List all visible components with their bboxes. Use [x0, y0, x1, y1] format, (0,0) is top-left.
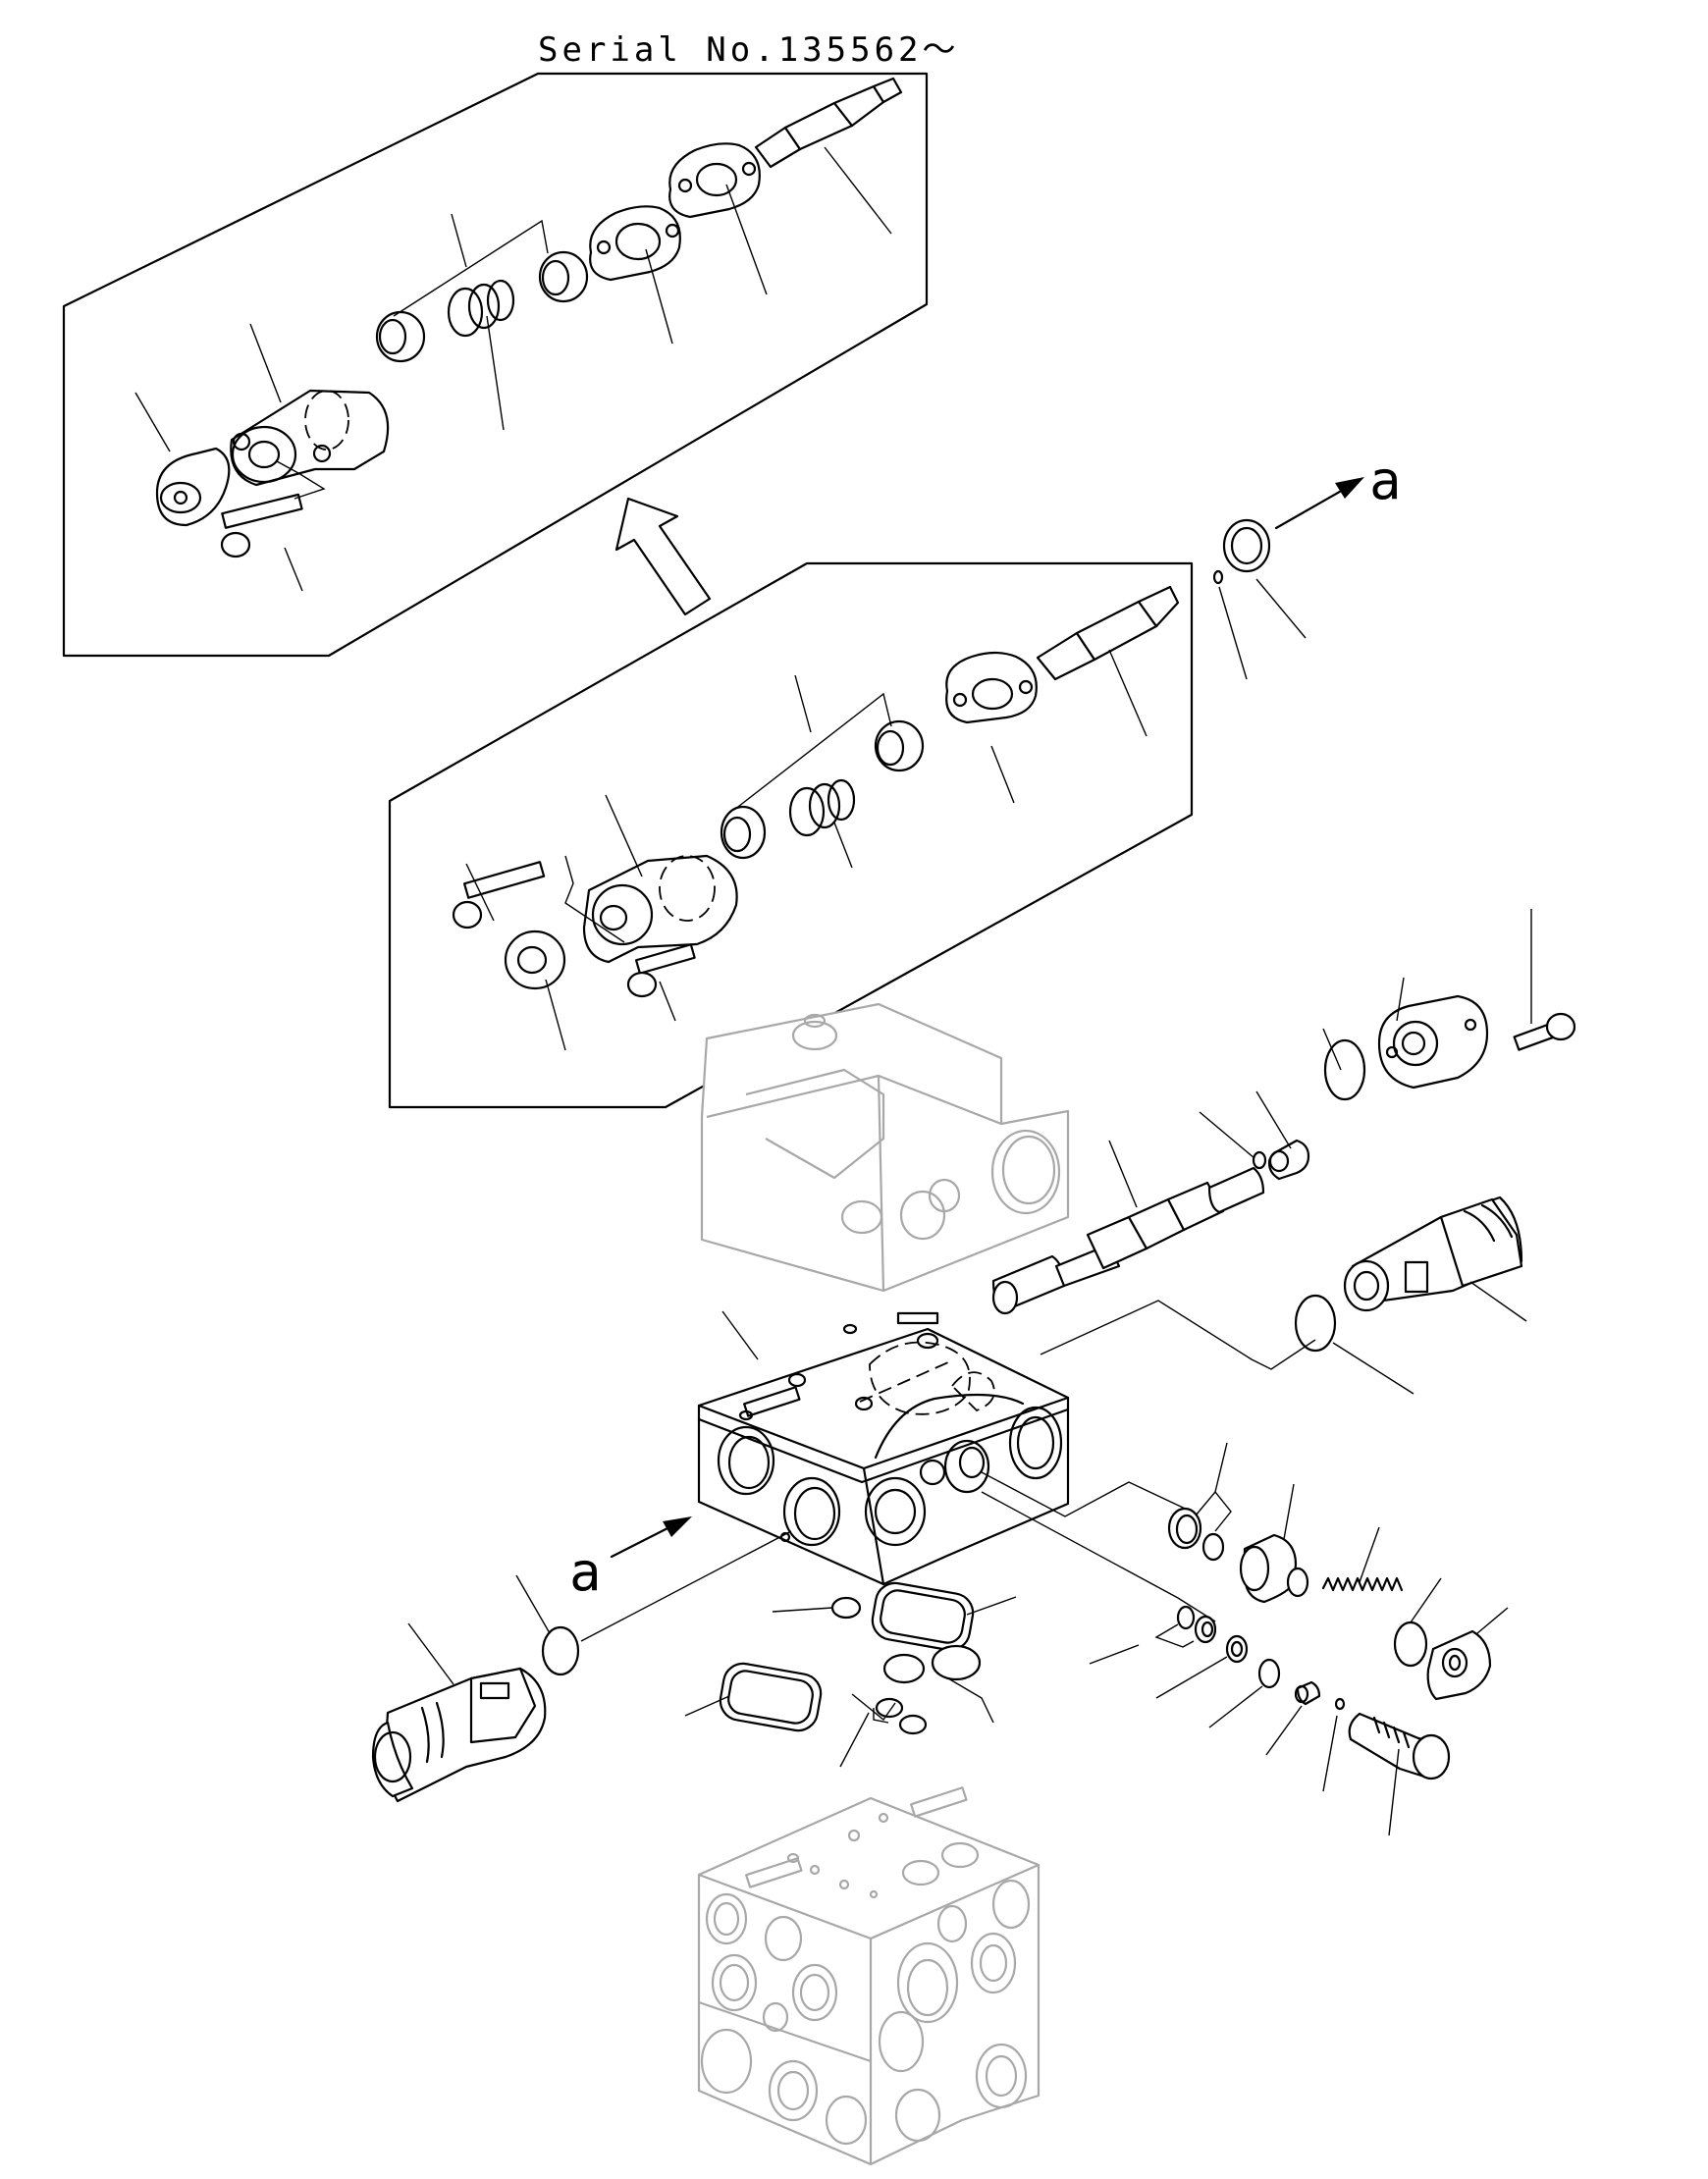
upward-arrow: [614, 497, 712, 616]
right-flange-row: [991, 909, 1576, 1395]
top-spool: [754, 77, 903, 169]
top-cap: [155, 447, 231, 527]
right-top-ring-assembly: a: [1212, 450, 1402, 680]
right-relief-valve: [1343, 1196, 1527, 1322]
ghost-upper-block: [700, 1002, 1070, 1293]
top-flange-body: [230, 389, 390, 487]
top-bolt: [220, 493, 303, 558]
top-inset-panel: [62, 72, 929, 658]
left-relief-valve: [371, 1574, 580, 1803]
marker-a-left: a: [569, 1541, 602, 1603]
right-lower-parts: [1089, 1442, 1509, 1836]
middle-panel: [388, 561, 1194, 1109]
marker-a-top: a: [1369, 450, 1402, 511]
serial-number-label: Serial No.135562～: [538, 30, 960, 70]
ghost-lower-block: [697, 1786, 1041, 2166]
shuttle-spool: [991, 1140, 1265, 1315]
main-valve-block: [697, 1311, 1070, 1586]
gasket-group: [684, 1581, 1017, 1768]
arrow-a-left: a: [569, 1516, 692, 1603]
